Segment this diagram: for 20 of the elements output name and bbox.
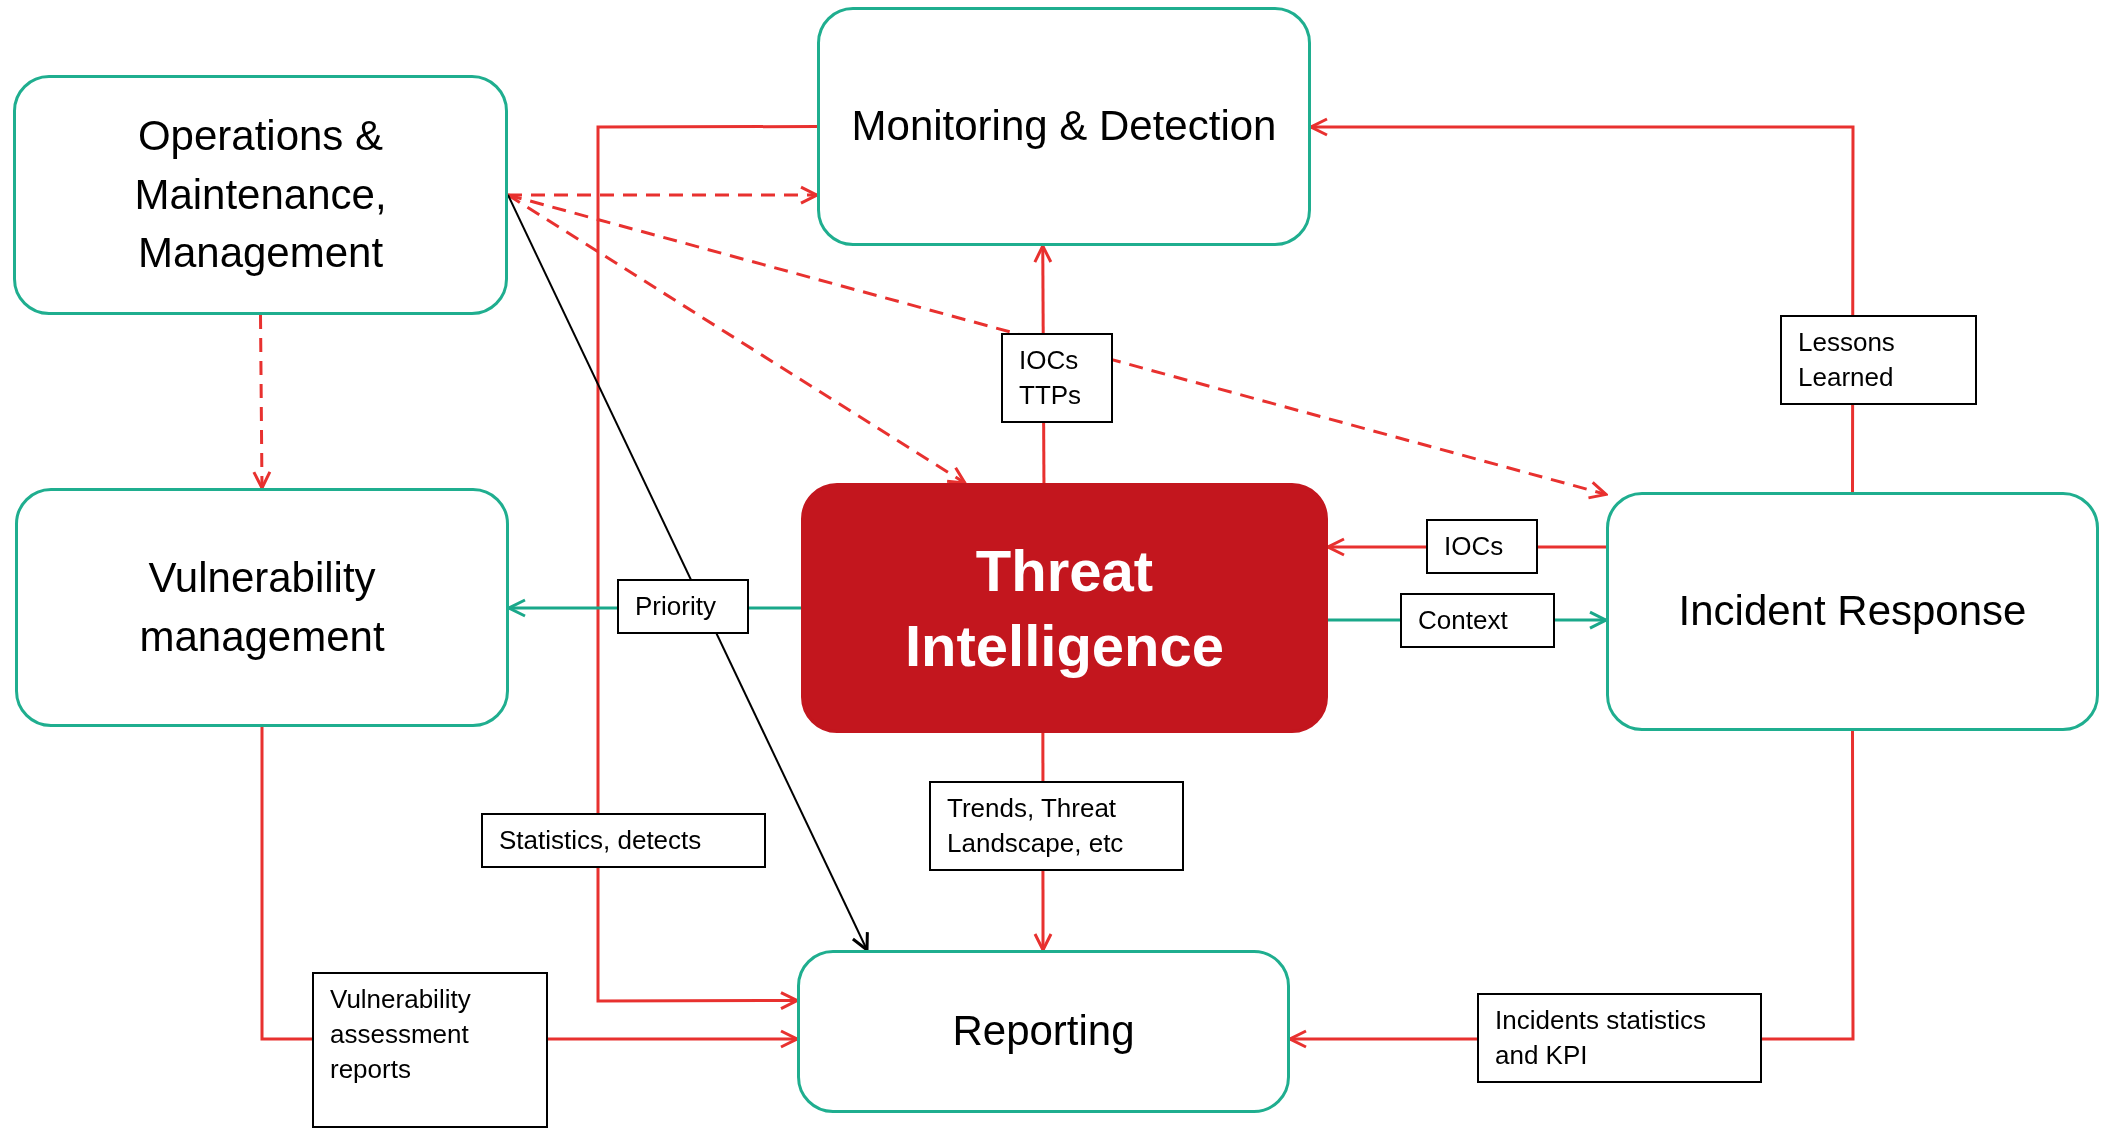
edge-label: Vulnerability assessment reports	[312, 972, 548, 1128]
process-box: Reporting	[797, 950, 1290, 1113]
edge-label: Priority	[617, 579, 749, 635]
edge-label: Context	[1400, 593, 1555, 649]
edge-label: Lessons Learned	[1780, 315, 1977, 406]
edge-label: IOCs	[1426, 519, 1538, 575]
edge-label: Statistics, detects	[481, 813, 766, 869]
process-box: Operations & Maintenance, Management	[13, 75, 508, 315]
edge-label: IOCs TTPs	[1001, 333, 1113, 424]
arrow	[1309, 117, 1855, 492]
process-box: Monitoring & Detection	[817, 7, 1311, 246]
edge-label: Incidents statistics and KPI	[1477, 993, 1762, 1084]
dashed-arrow	[507, 193, 1608, 500]
process-box: Incident Response	[1606, 492, 2099, 731]
process-box: Vulnerability management	[15, 488, 509, 727]
arrow	[596, 125, 817, 1011]
arrow	[507, 194, 869, 952]
edge-label: Trends, Threat Landscape, etc	[929, 781, 1184, 872]
dashed-arrow	[252, 315, 272, 490]
highlighted-box: Threat Intelligence	[801, 483, 1328, 733]
